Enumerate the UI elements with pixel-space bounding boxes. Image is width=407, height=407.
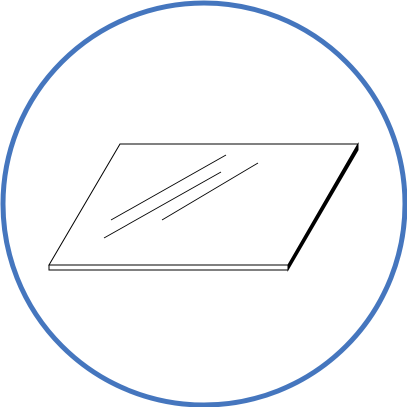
glass-reflection-line-2 — [103, 171, 222, 239]
glass-pane-side-edge — [287, 142, 359, 272]
glass-reflection-line-1 — [110, 154, 227, 221]
glass-pane-front-edge — [48, 264, 289, 271]
glass-reflection-line-3 — [161, 162, 259, 221]
